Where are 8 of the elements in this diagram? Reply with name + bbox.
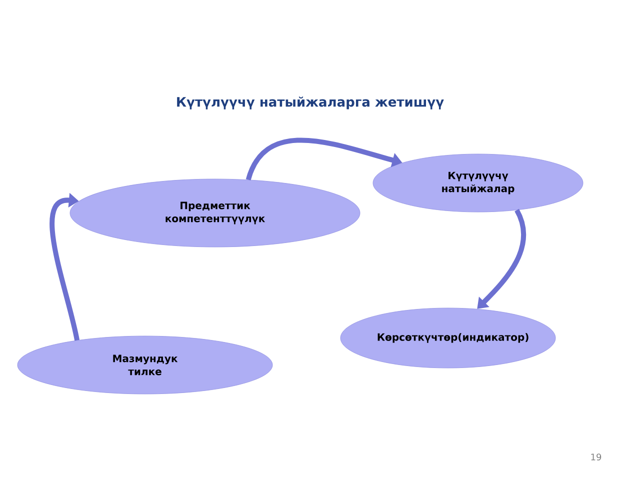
ellipse-node: Көрсөткүчтөр(индикатор): [340, 308, 556, 368]
title: Күтүлүүчү натыйжаларга жетишүү: [177, 96, 444, 110]
ellipse-node: Күтүлүүчү натыйжалар: [372, 154, 584, 212]
ellipse-node: Предметтик компетенттүүлүк: [70, 178, 360, 248]
curved-arrow: [50, 192, 80, 341]
ellipse-node: Мазмундук тилке: [17, 336, 273, 394]
curved-arrow: [477, 209, 526, 309]
page-number: 19: [591, 454, 602, 460]
